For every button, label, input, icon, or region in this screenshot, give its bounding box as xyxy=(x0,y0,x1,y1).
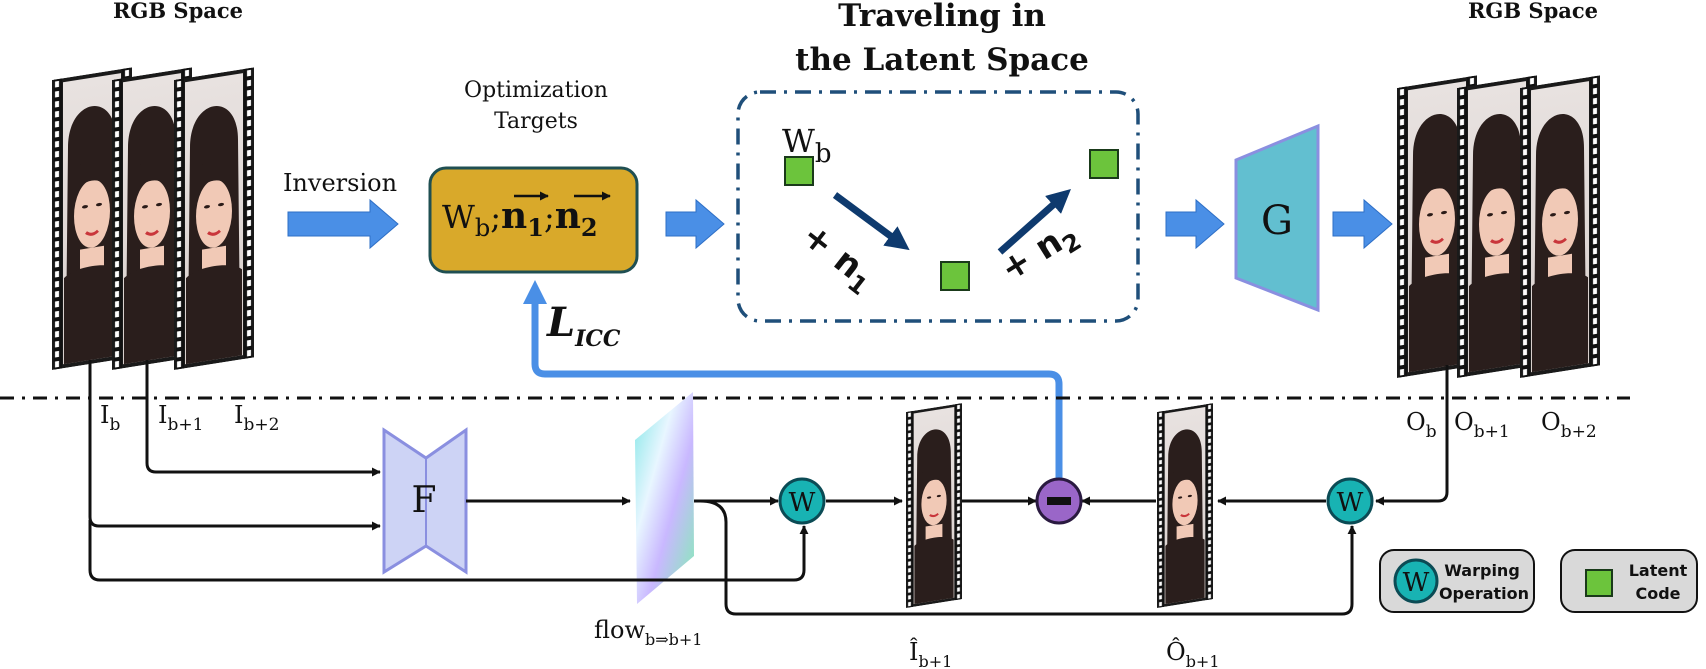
legend-latent-line2: Code xyxy=(1635,584,1680,603)
rgb-space-right-title: RGB Space xyxy=(1468,0,1598,23)
input-frame-b2 xyxy=(174,67,254,370)
i-hat-label: Îb+1 xyxy=(909,637,952,669)
svg-text:Ob+2: Ob+2 xyxy=(1541,408,1597,442)
legend-warp-line1: Warping xyxy=(1444,561,1520,580)
svg-text:Ob: Ob xyxy=(1406,408,1437,442)
connection-lines xyxy=(88,360,1449,616)
plus-n1-label: + n1 xyxy=(791,216,883,301)
optimization-targets-line1: Optimization xyxy=(464,78,608,103)
rgb-space-left-title: RGB Space xyxy=(113,0,243,23)
flow-label: flowb⇒b+1 xyxy=(594,616,702,649)
minus-operator xyxy=(1035,477,1083,525)
warped-frame-i xyxy=(906,403,962,608)
loss-label: LICC xyxy=(546,299,621,352)
warp-operator-2: W xyxy=(1326,477,1374,525)
output-labels: Ob Ob+1 Ob+2 xyxy=(1406,408,1597,442)
latent-space-box xyxy=(736,90,1140,323)
warped-frame-o xyxy=(1157,403,1213,608)
traveling-title-line2: the Latent Space xyxy=(795,42,1089,78)
output-frames xyxy=(1397,75,1600,378)
latent-w-label: Wb xyxy=(782,122,832,169)
target-w: W xyxy=(442,198,475,236)
targets-formula: Wb;n1;n2 xyxy=(442,191,611,242)
target-n2: n xyxy=(555,195,581,237)
output-frame-b2 xyxy=(1520,75,1600,378)
latent-code-mid xyxy=(940,261,970,291)
legend-latent-line1: Latent xyxy=(1629,561,1688,580)
warp-operator-1: W xyxy=(778,477,826,525)
svg-text:W: W xyxy=(1403,568,1430,598)
plus-n2-label: + n2 xyxy=(994,213,1087,294)
generator-label: G xyxy=(1261,198,1293,244)
flow-image xyxy=(635,392,694,604)
optimization-targets-line2: Targets xyxy=(494,109,578,134)
travel-arrow-n1 xyxy=(832,192,910,251)
flow-net-label: F xyxy=(412,480,437,521)
generator-block xyxy=(1234,123,1320,313)
svg-text:Ob+1: Ob+1 xyxy=(1454,408,1510,442)
latent-to-generator-arrow xyxy=(1165,198,1225,250)
svg-text:Wb;n1;n2: Wb;n1;n2 xyxy=(442,195,598,242)
target-n2-sub: 2 xyxy=(581,213,598,242)
latent-code-wb xyxy=(784,156,814,186)
svg-text:W: W xyxy=(789,488,816,518)
svg-text:Ib: Ib xyxy=(100,401,120,435)
svg-text:Ib+1: Ib+1 xyxy=(158,401,203,435)
legend-warp-line2: Operation xyxy=(1439,584,1529,603)
inversion-arrow xyxy=(287,198,399,250)
travel-arrow-n2 xyxy=(997,189,1071,255)
traveling-title-line1: Traveling in xyxy=(838,0,1046,34)
loss-feedback-arrow xyxy=(523,280,1063,483)
latent-code-end xyxy=(1089,149,1119,179)
input-frames xyxy=(52,67,254,370)
input-labels: Ib Ib+1 Ib+2 xyxy=(100,401,279,435)
target-n1-sub: 1 xyxy=(527,213,544,242)
legend-warping-operation: W Warping Operation xyxy=(1379,549,1535,613)
legend-latent-code: Latent Code xyxy=(1560,549,1698,613)
svg-text:W: W xyxy=(1337,488,1364,518)
inversion-label: Inversion xyxy=(283,169,397,197)
generator-to-output-arrow xyxy=(1332,198,1393,250)
targets-to-latent-arrow xyxy=(665,198,725,250)
o-hat-label: Ôb+1 xyxy=(1166,637,1220,669)
svg-text:Ib+2: Ib+2 xyxy=(234,401,279,435)
target-n1: n xyxy=(501,195,527,237)
target-w-sub: b xyxy=(475,214,490,242)
optimization-targets-box xyxy=(428,166,639,274)
